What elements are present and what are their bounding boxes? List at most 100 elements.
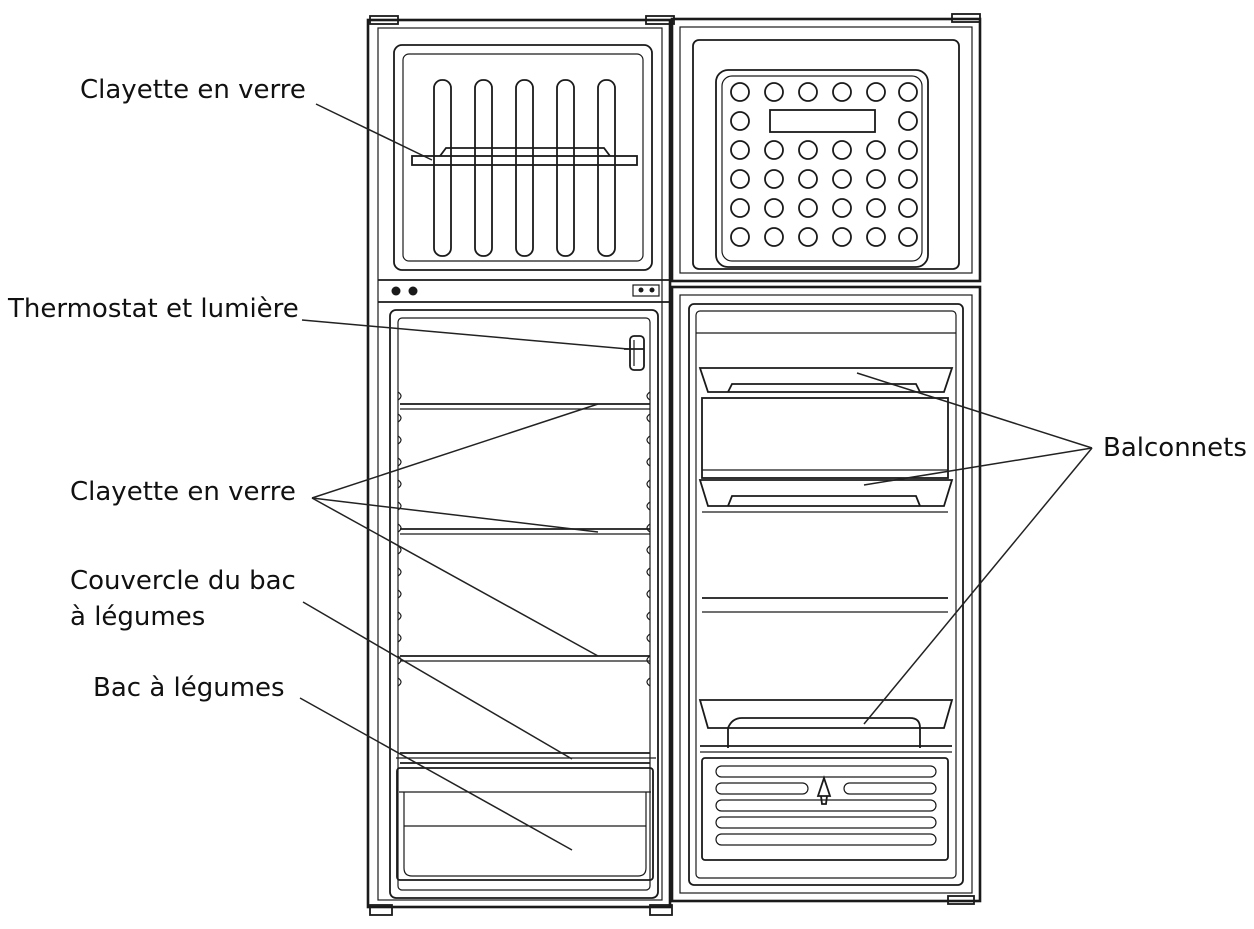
- freezer-door-edge: [679, 26, 973, 274]
- fridge-compartment: [389, 309, 659, 899]
- leader-balcony-3: [863, 447, 1093, 725]
- freezer-shelf-lip: [439, 147, 611, 157]
- freezer-door-liner: [692, 39, 960, 270]
- door-dimple: [730, 227, 750, 247]
- freezer-rib-1: [433, 79, 452, 257]
- leader-glass-shelf-1: [311, 403, 599, 499]
- door-dimple: [898, 227, 918, 247]
- door-dimple: [764, 198, 784, 218]
- door-dimple: [832, 82, 852, 102]
- thermostat-housing: [629, 335, 645, 371]
- leader-glass-shelf-3: [311, 497, 599, 657]
- door-dimple: [798, 82, 818, 102]
- divider-latch-dot-1: [638, 287, 644, 293]
- callout-labels: Clayette en verre Thermostat et lumière …: [7, 75, 1247, 703]
- cabinet-inner-outline: [377, 27, 663, 901]
- door-dimple: [764, 82, 784, 102]
- door-dimple: [898, 111, 918, 131]
- divider-knob-1: [391, 286, 401, 296]
- door-dimple: [798, 198, 818, 218]
- door-balcony-1: [698, 367, 954, 479]
- freezer-rib-2: [474, 79, 493, 257]
- freezer-compartment: [393, 44, 653, 271]
- cabinet-foot-left: [369, 904, 393, 916]
- freezer-rib-5: [597, 79, 616, 257]
- door-dimple: [898, 198, 918, 218]
- door-dimple: [898, 140, 918, 160]
- door-dimple: [866, 169, 886, 189]
- door-dimple: [798, 140, 818, 160]
- freezer-rib-4: [556, 79, 575, 257]
- freezer-rib-3: [515, 79, 534, 257]
- right-shelf-supports: [646, 391, 651, 687]
- door-dimple: [832, 198, 852, 218]
- door-bottom-grille: [701, 757, 949, 861]
- door-dimple: [730, 111, 750, 131]
- door-dimple: [866, 82, 886, 102]
- leader-balcony-2: [863, 447, 1093, 486]
- door-dimple: [730, 140, 750, 160]
- door-dimple: [798, 227, 818, 247]
- freezer-glass-shelf: [411, 155, 638, 166]
- fridge-liner: [389, 309, 659, 899]
- freezer-door-outline: [670, 17, 982, 283]
- leader-balcony-1: [856, 372, 1093, 449]
- fridge-shelf-3: [400, 655, 650, 662]
- leader-thermostat: [301, 319, 629, 350]
- crisper-cover: [396, 752, 656, 764]
- door-dimple: [764, 140, 784, 160]
- freezer-door-panel: [715, 69, 929, 268]
- door-dimple: [866, 227, 886, 247]
- leader-top-glass-shelf: [315, 103, 433, 161]
- label-crisper-cover-line2: à légumes: [70, 602, 205, 632]
- fridge-liner-inner: [397, 317, 651, 891]
- cabinet: [366, 15, 675, 916]
- door-balcony-2: [698, 479, 954, 613]
- label-thermostat: Thermostat et lumière: [7, 294, 299, 324]
- door-dimple: [730, 198, 750, 218]
- divider-knob-2: [408, 286, 418, 296]
- label-crisper-cover-line1: Couvercle du bac: [70, 566, 296, 596]
- door-top-hinge: [951, 13, 981, 23]
- door-dimple: [832, 227, 852, 247]
- freezer-liner: [393, 44, 653, 271]
- door-dimple: [764, 169, 784, 189]
- label-door-balconies: Balconnets: [1103, 433, 1247, 463]
- fridge-shelf-2: [400, 528, 650, 535]
- door-dimple: [730, 82, 750, 102]
- label-glass-shelves: Clayette en verre: [70, 477, 296, 507]
- freezer-door-dimples: [730, 82, 918, 247]
- door-balcony-3: [698, 699, 954, 753]
- label-crisper: Bac à légumes: [93, 673, 285, 703]
- leader-lines: [299, 103, 1093, 851]
- cabinet-foot-right: [649, 904, 673, 916]
- fridge-door-liner-inner: [695, 310, 957, 879]
- door-dimple: [730, 169, 750, 189]
- fridge-shelf-1: [400, 403, 650, 410]
- fridge-door: [670, 285, 982, 905]
- freezer-door-panel-inner: [721, 75, 923, 262]
- cabinet-divider: [378, 279, 670, 303]
- door-dimple: [832, 140, 852, 160]
- cabinet-outline: [366, 18, 672, 909]
- divider-latch-dot-2: [649, 287, 655, 293]
- divider-latch: [632, 284, 660, 297]
- recycling-icon: [816, 775, 832, 805]
- door-dimple: [866, 198, 886, 218]
- fridge-door-liner: [688, 303, 964, 886]
- freezer-door: [670, 13, 982, 283]
- door-dimple: [798, 169, 818, 189]
- door-dimple: [898, 82, 918, 102]
- door-dimple: [764, 227, 784, 247]
- leader-crisper: [299, 697, 573, 851]
- leader-glass-shelf-2: [311, 497, 599, 533]
- door-dimple: [832, 169, 852, 189]
- door-dimple: [866, 140, 886, 160]
- freezer-liner-inner: [402, 53, 644, 262]
- cabinet-top-hinge-left: [369, 15, 399, 25]
- door-bottom-hinge: [947, 895, 975, 905]
- leader-crisper-cover: [302, 601, 573, 760]
- label-top-glass-shelf: Clayette en verre: [80, 75, 306, 105]
